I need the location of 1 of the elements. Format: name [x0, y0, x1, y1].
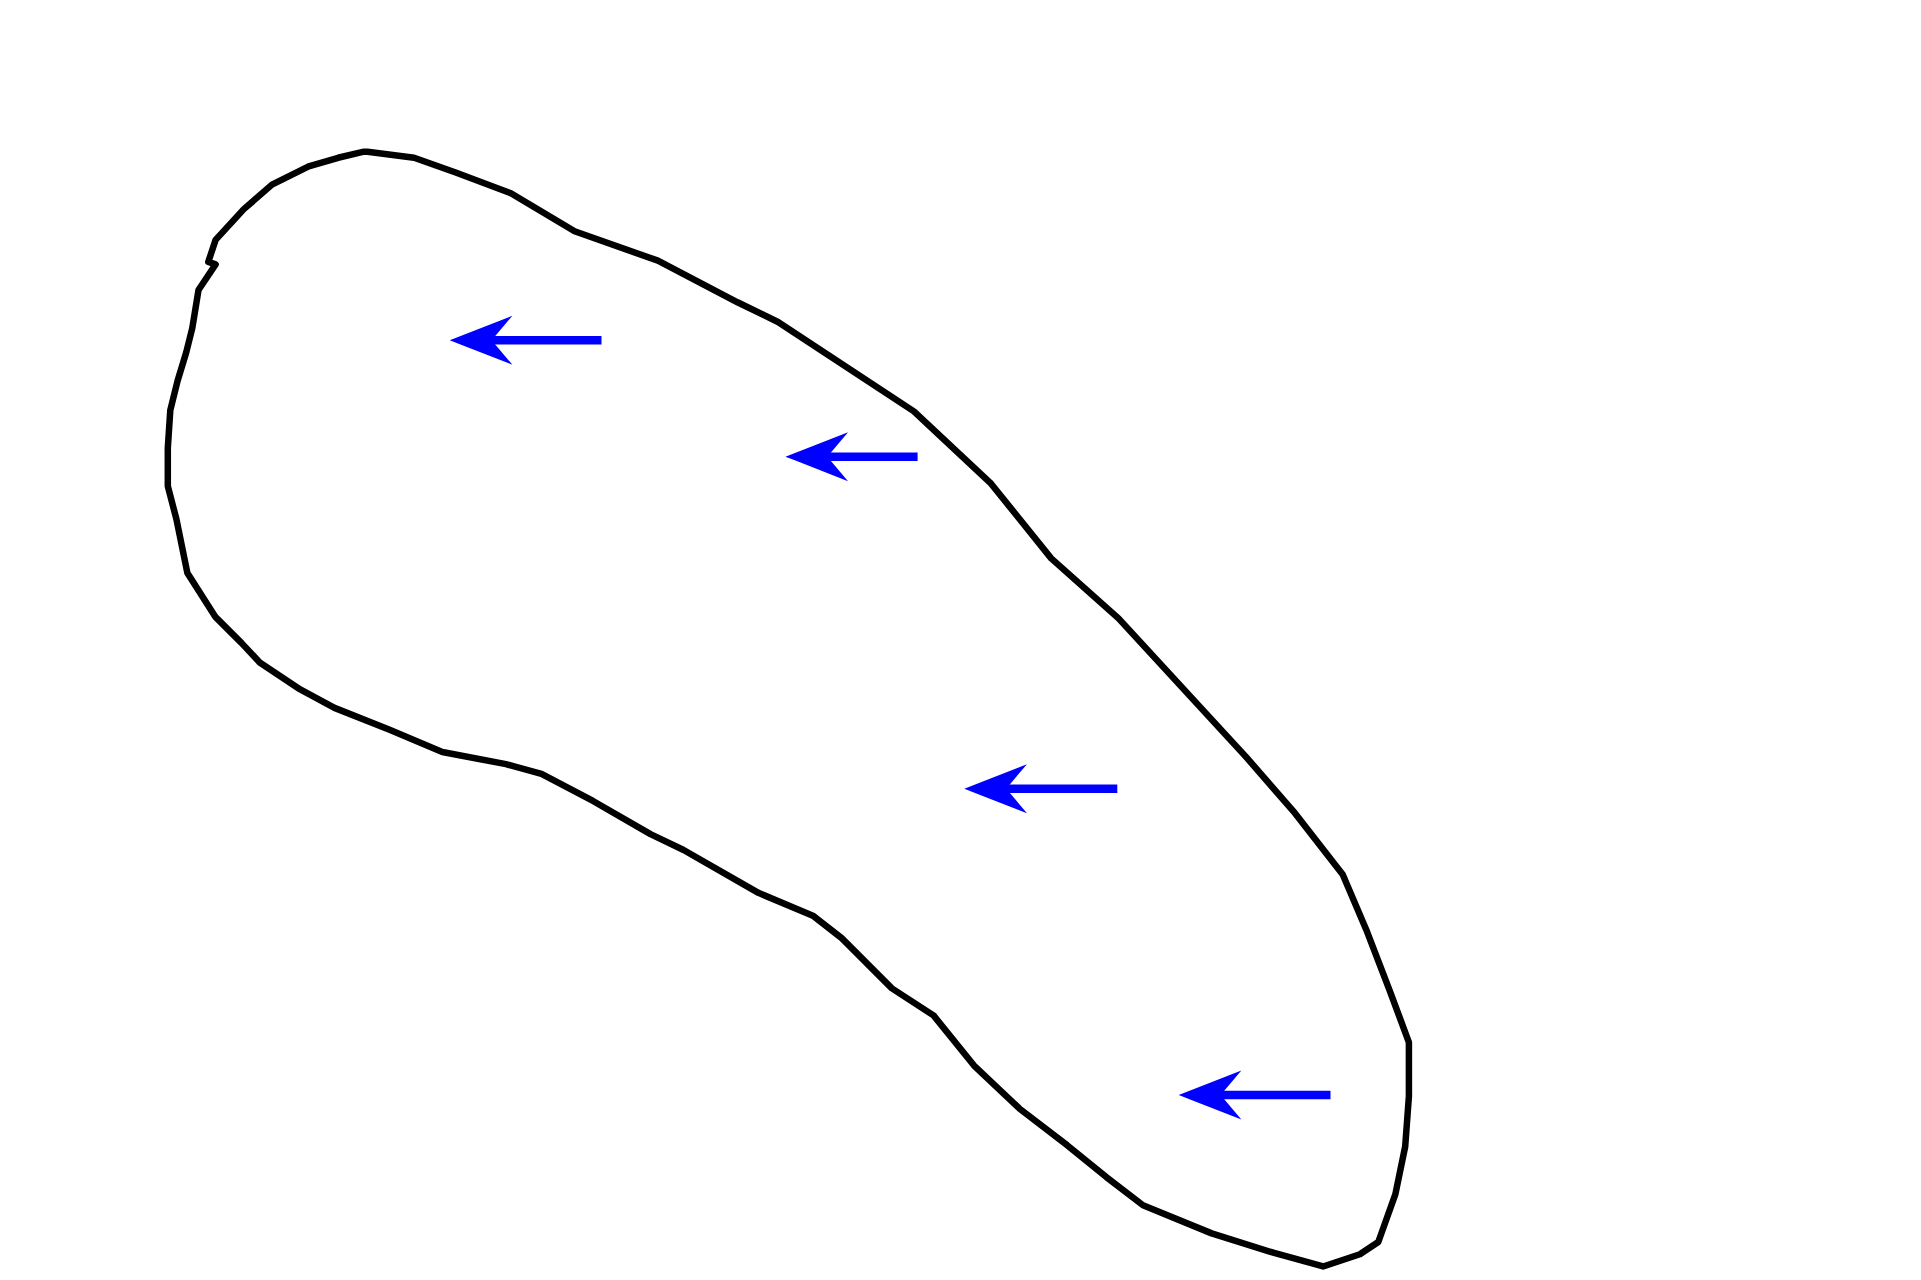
- outline-shape: [164, 148, 1413, 1270]
